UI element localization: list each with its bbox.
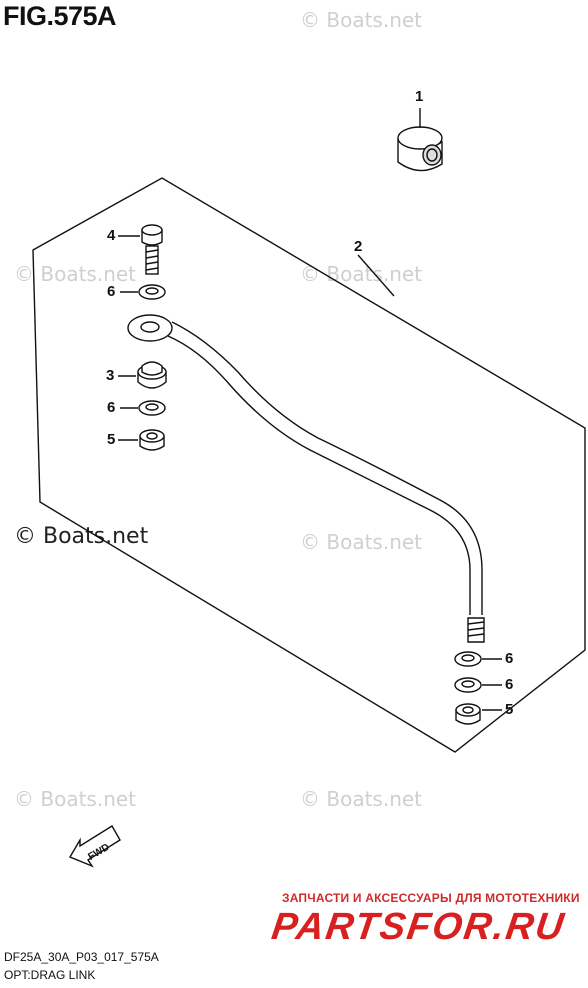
model-code: DF25A_30A_P03_017_575A [4, 950, 159, 964]
callout-6: 6 [107, 399, 116, 416]
nut-1-drawing [397, 126, 443, 172]
callout-4: 4 [107, 227, 116, 244]
callout-5: 5 [505, 701, 514, 718]
callout-2: 2 [354, 238, 363, 255]
watermark: © Boats.net [300, 530, 423, 554]
washer-6-bottom-b-drawing [454, 677, 482, 693]
washer-6-mid-drawing [138, 400, 166, 416]
callout-6: 6 [505, 650, 514, 667]
watermark: © Boats.net [300, 8, 423, 32]
drag-link-drawing [127, 314, 485, 643]
diagram-name: OPT:DRAG LINK [4, 968, 96, 982]
figure-title: FIG.575A [3, 1, 117, 31]
washer-6-bottom-a-drawing [454, 651, 482, 667]
watermark: © Boats.net [300, 262, 423, 286]
callout-1: 1 [415, 88, 424, 105]
nut-5-bottom-drawing [455, 703, 481, 725]
callout-6: 6 [107, 283, 116, 300]
callout-5: 5 [107, 431, 116, 448]
washer-6-top-drawing [138, 284, 166, 300]
callout-6: 6 [505, 676, 514, 693]
fwd-arrow-icon [68, 825, 121, 868]
nut-5-top-drawing [139, 429, 165, 451]
watermark: © Boats.net [14, 787, 137, 811]
watermark-main: © Boats.net [14, 524, 149, 549]
callout-3: 3 [106, 367, 115, 384]
assembly-box-outline [32, 177, 586, 753]
leader-2 [357, 254, 395, 297]
brand-tagline: ЗАПЧАСТИ И АКСЕССУАРЫ ДЛЯ МОТОТЕХНИКИ [282, 891, 580, 905]
brand-logo[interactable]: PARTSFOR.RU [269, 906, 568, 948]
washer-3-drawing [137, 361, 167, 389]
watermark: © Boats.net [300, 787, 423, 811]
bolt-4-drawing [141, 224, 163, 275]
